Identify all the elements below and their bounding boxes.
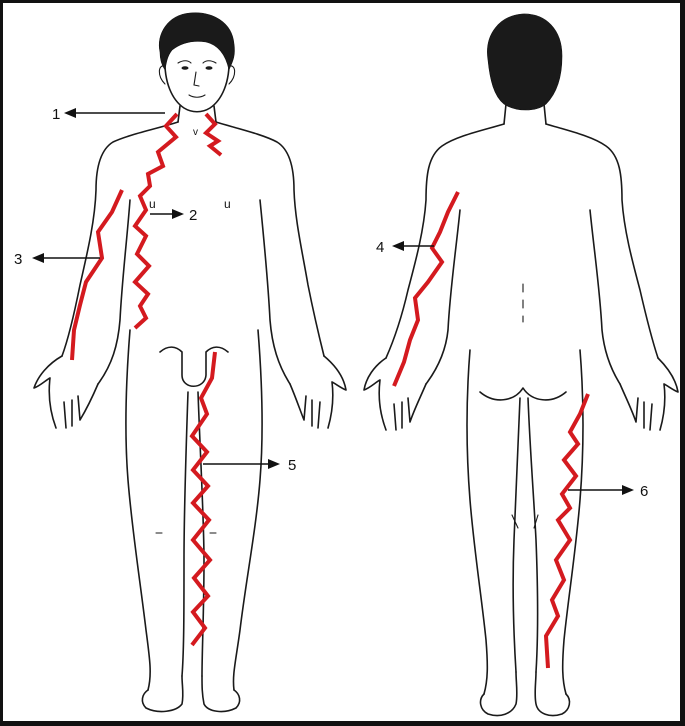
callout-2-label: 2 bbox=[189, 207, 197, 224]
front-suprasternal-notch: v bbox=[193, 127, 198, 138]
callout-1-arrowhead bbox=[64, 108, 76, 118]
callout-6-arrowhead bbox=[622, 485, 634, 495]
front-mouth bbox=[189, 95, 205, 97]
back-foot-left bbox=[481, 672, 517, 716]
front-nose bbox=[194, 72, 199, 86]
callout-2-arrowhead bbox=[172, 209, 184, 219]
back-leg-left-outer bbox=[467, 350, 487, 694]
callout-4-arrowhead bbox=[392, 241, 404, 251]
back-hand-right bbox=[620, 358, 678, 430]
callout-6-label: 6 bbox=[640, 483, 648, 500]
back-hair bbox=[487, 14, 562, 110]
lesion-front-arm bbox=[72, 190, 122, 360]
lesion-front-leg bbox=[192, 352, 215, 645]
callout-1-label: 1 bbox=[52, 106, 60, 123]
callout-3-arrowhead bbox=[32, 253, 44, 263]
front-eye-left bbox=[182, 66, 189, 70]
front-eyebrow-left bbox=[178, 61, 191, 63]
back-leg-right-outer bbox=[563, 350, 583, 694]
front-hand-right bbox=[290, 356, 346, 428]
front-leg-left-outer bbox=[126, 330, 150, 690]
front-inner-arm-right bbox=[260, 200, 290, 384]
lesion-back-leg bbox=[546, 394, 588, 668]
back-inner-arm-left bbox=[426, 210, 460, 384]
front-eye-right bbox=[206, 66, 213, 70]
back-leg-inner bbox=[513, 398, 537, 672]
front-nipple-left: u bbox=[149, 197, 156, 211]
back-torso-left bbox=[386, 124, 504, 358]
callout-5-arrowhead bbox=[268, 459, 280, 469]
callout-4-label: 4 bbox=[376, 239, 384, 256]
front-head bbox=[165, 58, 229, 112]
front-leg-right-outer bbox=[233, 330, 262, 690]
front-foot-left bbox=[142, 676, 183, 711]
front-eyebrow-right bbox=[203, 61, 216, 63]
lesion-neck-chest bbox=[135, 114, 177, 328]
front-groin bbox=[160, 347, 228, 386]
callout-group: 1 2 3 4 5 6 bbox=[14, 106, 648, 500]
lesion-back-arm bbox=[394, 192, 458, 386]
lesion-neck-right bbox=[206, 114, 221, 155]
back-buttocks bbox=[480, 388, 566, 400]
back-view-figure bbox=[364, 14, 678, 716]
callout-5-label: 5 bbox=[288, 457, 296, 474]
back-hand-left bbox=[364, 358, 426, 430]
front-nipple-right: u bbox=[224, 197, 231, 211]
front-hair bbox=[159, 13, 234, 70]
back-foot-right bbox=[535, 672, 569, 716]
back-inner-arm-right bbox=[590, 210, 620, 384]
callout-3-label: 3 bbox=[14, 251, 22, 268]
front-hand-left bbox=[34, 356, 98, 428]
front-view-figure: u u v bbox=[34, 13, 346, 712]
